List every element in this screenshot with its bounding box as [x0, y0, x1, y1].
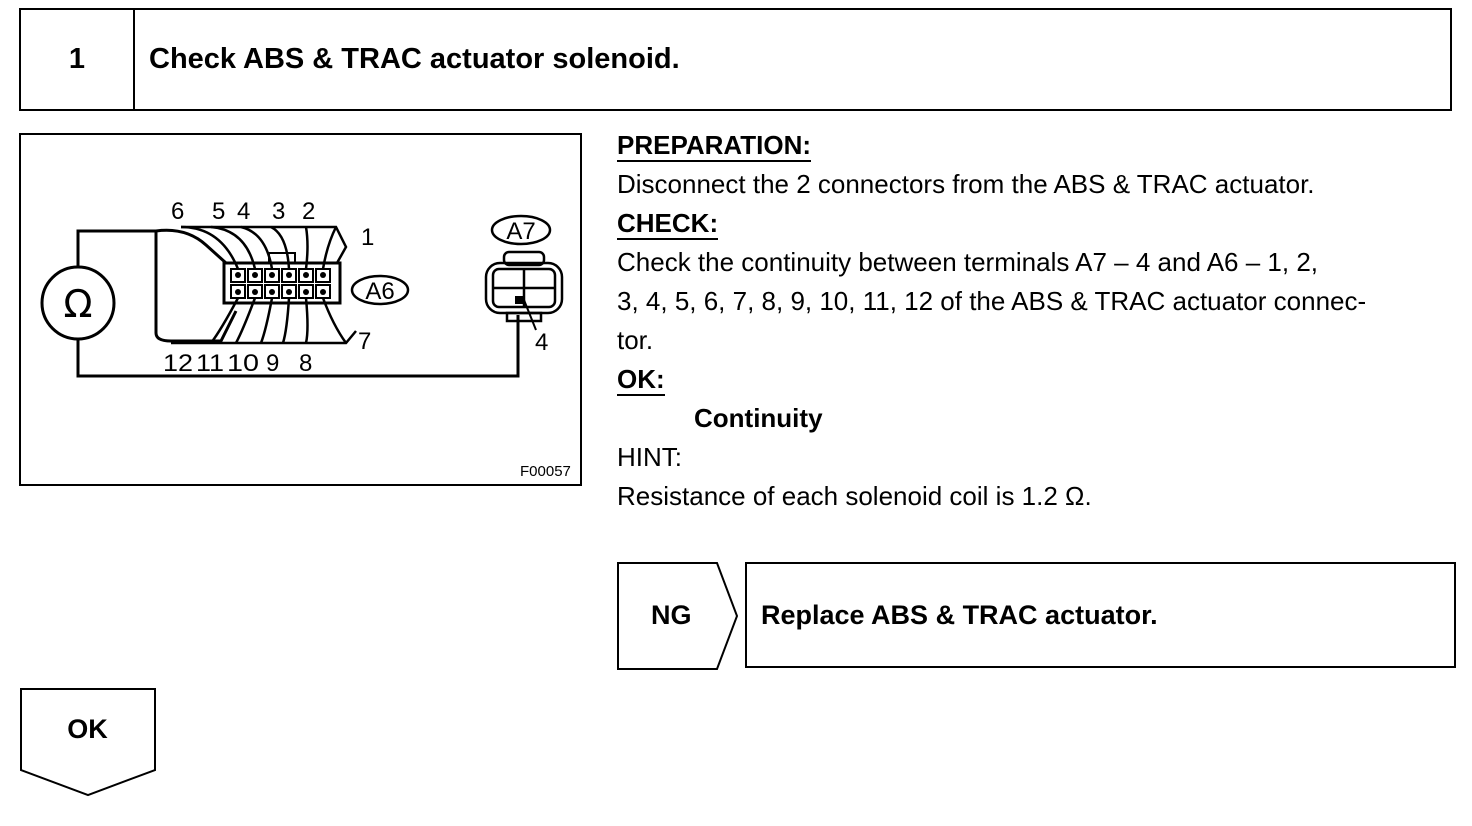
a6-label-oval — [350, 274, 410, 306]
figure-code: F00057 — [520, 463, 571, 480]
ng-action: Replace ABS & TRAC actuator. — [745, 562, 1456, 668]
preparation-text: Disconnect the 2 connectors from the ABS… — [617, 169, 1315, 199]
ok-arrow-shape — [20, 688, 156, 797]
wiring-diagram: Ω — [40, 198, 571, 480]
ok-label: OK: — [617, 364, 665, 396]
a6-top-wires — [180, 225, 348, 270]
step-number: 1 — [21, 10, 135, 109]
meter-lead-bottom — [76, 315, 520, 378]
pin-label-11: 11 — [196, 350, 224, 377]
a6-bottom-wires — [171, 297, 357, 345]
ng-arrow-shape — [617, 562, 739, 670]
hint-text: Resistance of each solenoid coil is 1.2 … — [617, 481, 1092, 511]
pin-label-2: 2 — [302, 198, 315, 225]
check-line-1: Check the continuity between terminals A… — [617, 247, 1318, 277]
a6-pins — [230, 268, 331, 299]
pin-label-9: 9 — [266, 350, 279, 377]
ohm-symbol: Ω — [63, 282, 92, 326]
pin-label-5: 5 — [212, 198, 225, 225]
meter-lead-top — [76, 229, 156, 267]
a7-connector — [484, 250, 564, 323]
pin-label-3: 3 — [272, 198, 285, 225]
procedure-text: PREPARATION: Disconnect the 2 connectors… — [617, 126, 1467, 516]
preparation-label: PREPARATION: — [617, 130, 812, 162]
pin-label-6: 6 — [171, 198, 184, 225]
a7-label: A7 — [506, 218, 535, 245]
harness-outline — [155, 228, 228, 265]
step-header: 1 Check ABS & TRAC actuator solenoid. — [19, 8, 1452, 111]
ng-label: NG — [651, 599, 692, 630]
a6-label: A6 — [365, 278, 394, 305]
a7-pin-label: 4 — [535, 329, 548, 356]
check-line-3: tor. — [617, 325, 654, 355]
ok-flow-label: OK — [67, 713, 108, 744]
hint-label: HINT: — [617, 442, 682, 472]
pin-label-8: 8 — [299, 350, 312, 377]
a7-label-oval — [490, 214, 552, 246]
ng-branch: NG — [617, 562, 739, 675]
pin-label-7: 7 — [358, 328, 371, 355]
ok-branch: OK — [20, 688, 158, 803]
ok-value: Continuity — [694, 403, 823, 433]
check-label: CHECK: — [617, 208, 719, 240]
wiring-figure: Ω — [19, 133, 582, 486]
pin-label-12: 12 — [163, 350, 193, 377]
pin-label-4: 4 — [237, 198, 250, 225]
pin-label-10: 10 — [227, 350, 259, 377]
pin-label-1: 1 — [361, 224, 374, 251]
check-line-2: 3, 4, 5, 6, 7, 8, 9, 10, 11, 12 of the A… — [617, 286, 1367, 316]
step-title: Check ABS & TRAC actuator solenoid. — [149, 43, 680, 75]
